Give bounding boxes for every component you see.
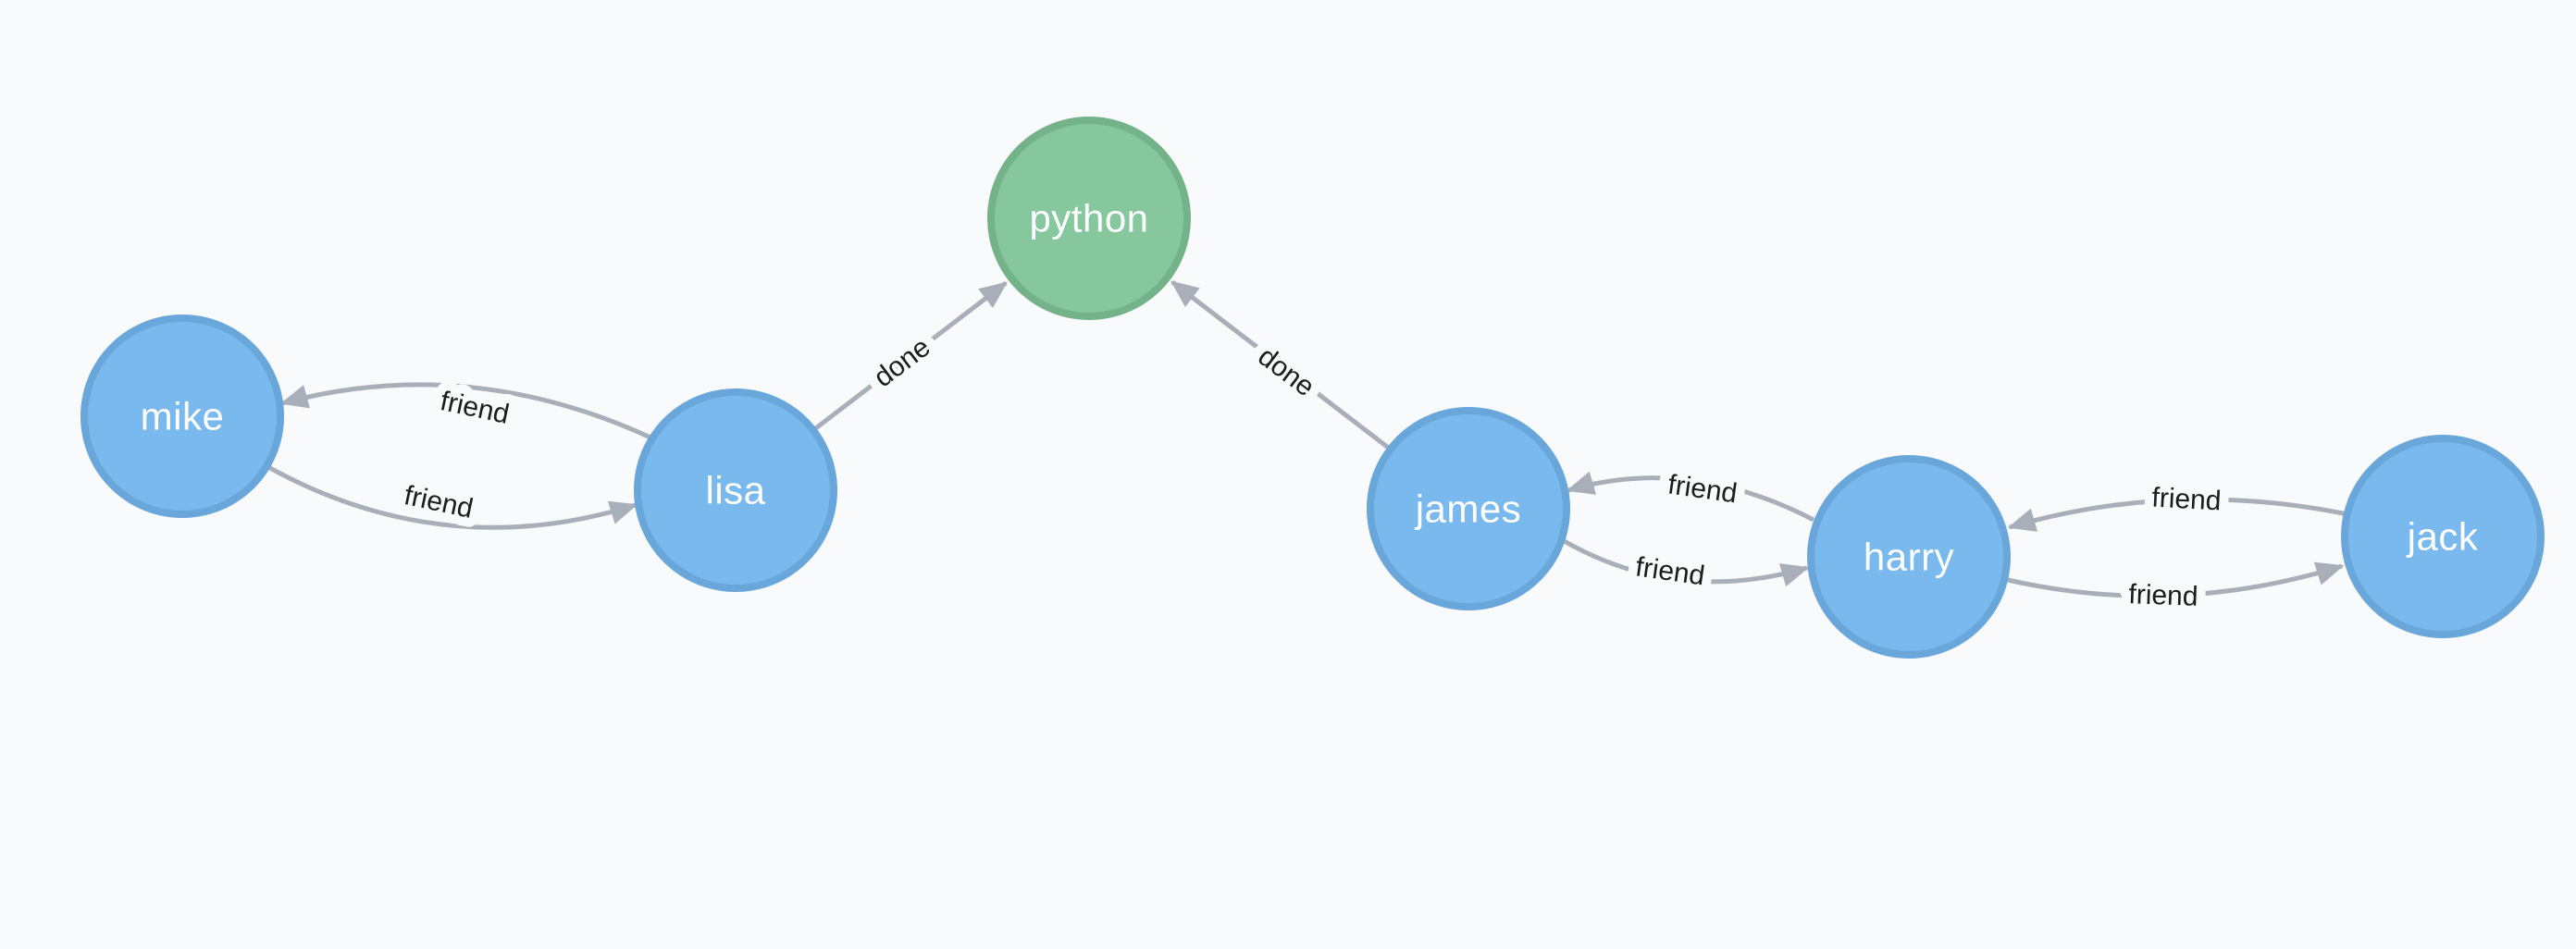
edge-james-python[interactable]: [1170, 280, 1393, 451]
node-circle-harry[interactable]: [1807, 455, 2011, 659]
node-label-james: james: [1414, 487, 1522, 531]
nodes-layer: mike lisa python james harry jack: [80, 117, 2545, 659]
node-harry[interactable]: harry: [1807, 455, 2011, 659]
edge-lisa-mike[interactable]: [279, 382, 652, 440]
edge-jack-harry[interactable]: [2007, 497, 2348, 532]
node-label-harry: harry: [1864, 536, 1954, 579]
node-label-jack: jack: [2406, 515, 2479, 559]
node-label-mike: mike: [141, 395, 225, 438]
edge-lisa-python[interactable]: [811, 281, 1008, 432]
edge-label-harry-james[interactable]: friend: [1657, 460, 1749, 518]
node-lisa[interactable]: lisa: [634, 388, 837, 592]
node-jack[interactable]: jack: [2341, 435, 2545, 638]
edge-mike-lisa[interactable]: [266, 464, 638, 530]
edge-harry-jack[interactable]: [2007, 561, 2345, 598]
edge-label-lisa-python[interactable]: done: [859, 323, 945, 403]
edge-label-harry-jack[interactable]: friend: [2119, 570, 2208, 622]
edge-james-harry[interactable]: [1559, 536, 1810, 587]
node-circle-lisa[interactable]: [634, 388, 837, 592]
node-label-python: python: [1029, 197, 1148, 240]
node-circle-james[interactable]: [1367, 407, 1570, 610]
node-mike[interactable]: mike: [80, 314, 284, 518]
node-python[interactable]: python: [987, 117, 1191, 320]
node-james[interactable]: james: [1367, 407, 1570, 610]
node-circle-python[interactable]: [987, 117, 1191, 320]
edge-label-jack-harry[interactable]: friend: [2142, 474, 2232, 526]
edge-harry-james[interactable]: [1566, 471, 1815, 523]
node-label-lisa: lisa: [705, 469, 765, 512]
node-circle-mike[interactable]: [80, 314, 284, 518]
edge-label-james-harry[interactable]: friend: [1625, 542, 1716, 600]
node-circle-jack[interactable]: [2341, 435, 2545, 638]
edges-layer: [266, 280, 2348, 598]
